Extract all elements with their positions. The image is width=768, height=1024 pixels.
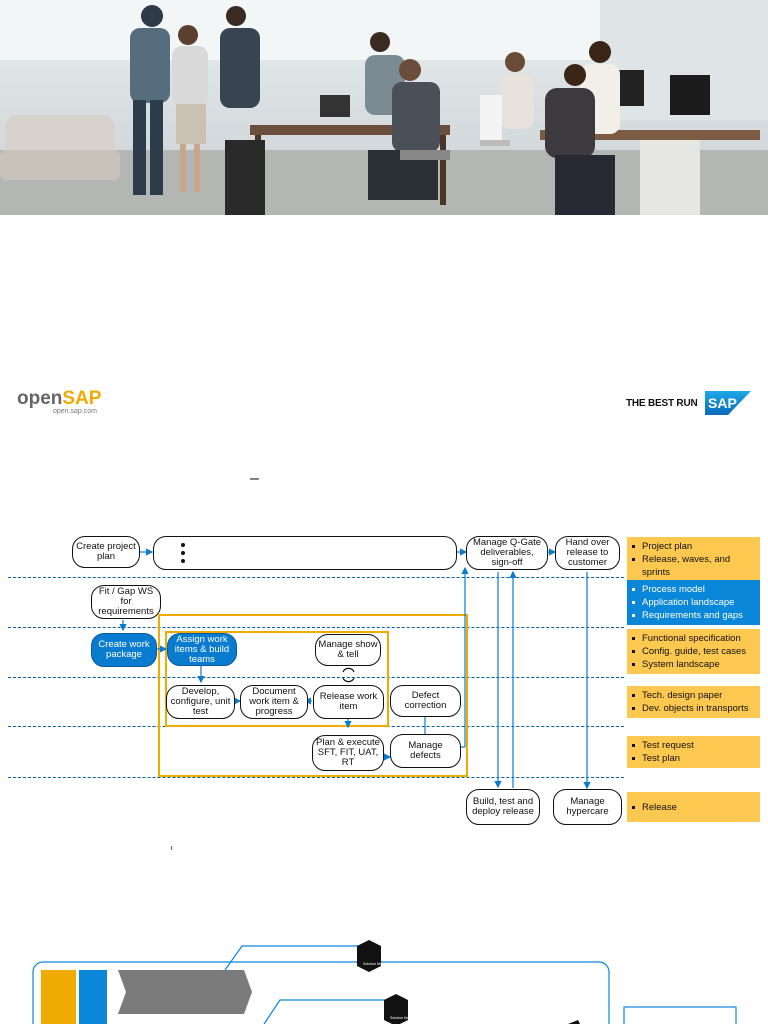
deliverable-item: Dev. objects in transports [632,702,756,715]
solution-manager-badge: Solution Manager [357,940,392,972]
node-manage-hypercare[interactable]: Manage hypercare [553,789,622,825]
best-run-tagline: THE BEST RUN [626,398,698,409]
deliverable-item: Functional specification [632,632,756,645]
deliverable-item: Requirements and gaps [632,609,756,622]
node-release-wave-placeholder[interactable] [153,536,457,570]
deliverable-item: System landscape [632,658,756,671]
node-release-work-item[interactable]: Release work item [313,685,384,719]
deliverable-item: Tech. design paper [632,689,756,702]
badge-label: Solution Manager [363,962,392,966]
bottom-frame [32,961,610,1024]
title-dash: – [250,470,259,487]
deliverable-item: Release [632,801,677,814]
deliverable-item: Release, waves, and sprints [632,553,756,579]
opensap-logo[interactable]: openSAP [17,388,102,409]
deliverables-note: Test request Test plan [627,736,760,768]
gold-column [41,970,76,1024]
opensap-url: open.sap.com [53,408,97,415]
deliverable-item: Test request [632,739,756,752]
bottom-slide-graphic: Solution Manager Solution Manager [32,940,737,1024]
node-manage-defects[interactable]: Manage defects [390,734,461,768]
node-manage-show-tell[interactable]: Manage show & tell [315,634,381,666]
small-tick-mark [171,846,172,850]
lane-divider [8,677,624,678]
callout-line [224,945,368,971]
sprint-outer-box [158,614,468,777]
node-assign-work-items[interactable]: Assign work items & build teams [167,633,237,666]
bullet-dots [181,539,185,567]
deliverables-note: Release [627,792,760,822]
node-create-project-plan[interactable]: Create project plan [72,536,140,568]
solution-manager-badge: Solution Manager [384,994,419,1024]
deliverable-item: Project plan [632,540,756,553]
sprint-inner-box [165,631,389,727]
node-plan-execute-tests[interactable]: Plan & execute SFT, FIT, UAT, RT [312,735,384,771]
node-defect-correction[interactable]: Defect correction [390,685,461,717]
node-develop-configure[interactable]: Develop, configure, unit test [166,685,235,719]
deliverables-note: Project plan Release, waves, and sprints [627,537,760,582]
badge-partial [568,1020,580,1024]
lane-divider [8,777,624,778]
deliverables-note: Functional specification Config. guide, … [627,629,760,674]
header-photo [0,0,768,215]
node-hand-over-release[interactable]: Hand over release to customer [555,536,620,570]
badge-label: Solution Manager [390,1016,419,1020]
blue-column [79,970,107,1024]
callout-line [263,999,395,1024]
deliverables-note: Process model Application landscape Requ… [627,580,760,625]
node-create-work-package[interactable]: Create work package [91,633,157,667]
deliverable-item: Config. guide, test cases [632,645,756,658]
node-document-work-item[interactable]: Document work item & progress [240,685,308,719]
office-photo-illustration [0,0,768,215]
deliverable-item: Application landscape [632,596,756,609]
deliverables-note: Tech. design paper Dev. objects in trans… [627,686,760,718]
sap-logo-text: SAP [708,395,737,411]
diagram-connectors [119,548,591,790]
lane-divider [8,627,624,628]
sap-logo: SAP [705,391,751,415]
cycle-icon [342,667,355,683]
deliverable-item: Test plan [632,752,756,765]
node-manage-qgate[interactable]: Manage Q-Gate deliverables, sign-off [466,536,548,570]
deliverable-item: Process model [632,583,756,596]
node-fit-gap-workshop[interactable]: Fit / Gap WS for requirements [91,585,161,619]
node-build-test-deploy[interactable]: Build, test and deploy release [466,789,540,825]
gray-chevron [118,970,252,1014]
right-outline-box [623,1006,737,1024]
lane-divider [8,577,624,578]
